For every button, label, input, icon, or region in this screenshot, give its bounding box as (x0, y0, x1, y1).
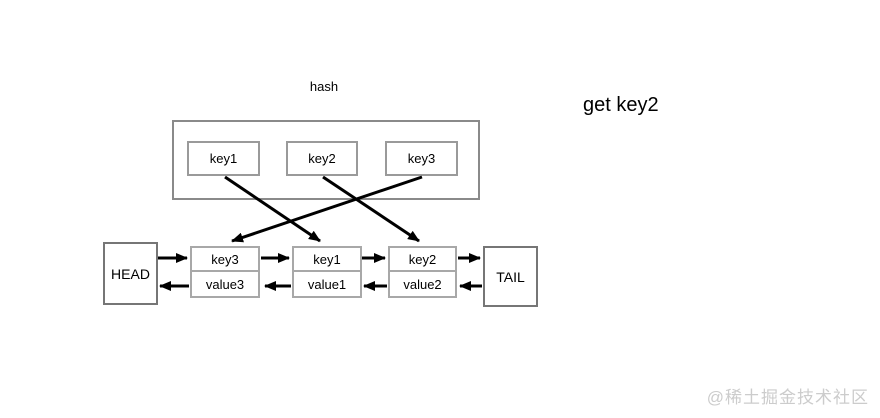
hash-table-title: hash (309, 79, 339, 94)
list-tail-box: TAIL (483, 246, 538, 307)
list-node-key1: key1 value1 (292, 246, 362, 298)
list-node-key3: key3 value3 (190, 246, 260, 298)
head-label: HEAD (111, 265, 150, 282)
watermark: @稀土掘金技术社区 (706, 388, 869, 407)
node-key-cell: key1 (292, 246, 362, 272)
node-value-cell: value3 (190, 270, 260, 298)
node-value-cell: value2 (388, 270, 457, 298)
hash-bucket-label: key3 (407, 151, 436, 166)
node-value-cell: value1 (292, 270, 362, 298)
hash-bucket-label: key2 (308, 151, 336, 166)
hash-bucket-key3: key3 (385, 141, 458, 176)
operation-label: get key2 (583, 94, 659, 116)
tail-label: TAIL (496, 268, 525, 285)
list-node-key2: key2 value2 (388, 246, 457, 298)
hash-bucket-label: key1 (209, 151, 238, 166)
node-key-cell: key2 (388, 246, 457, 272)
list-head-box: HEAD (103, 242, 158, 305)
hash-bucket-key1: key1 (187, 141, 260, 176)
node-key-cell: key3 (190, 246, 260, 272)
hash-bucket-key2: key2 (286, 141, 358, 176)
